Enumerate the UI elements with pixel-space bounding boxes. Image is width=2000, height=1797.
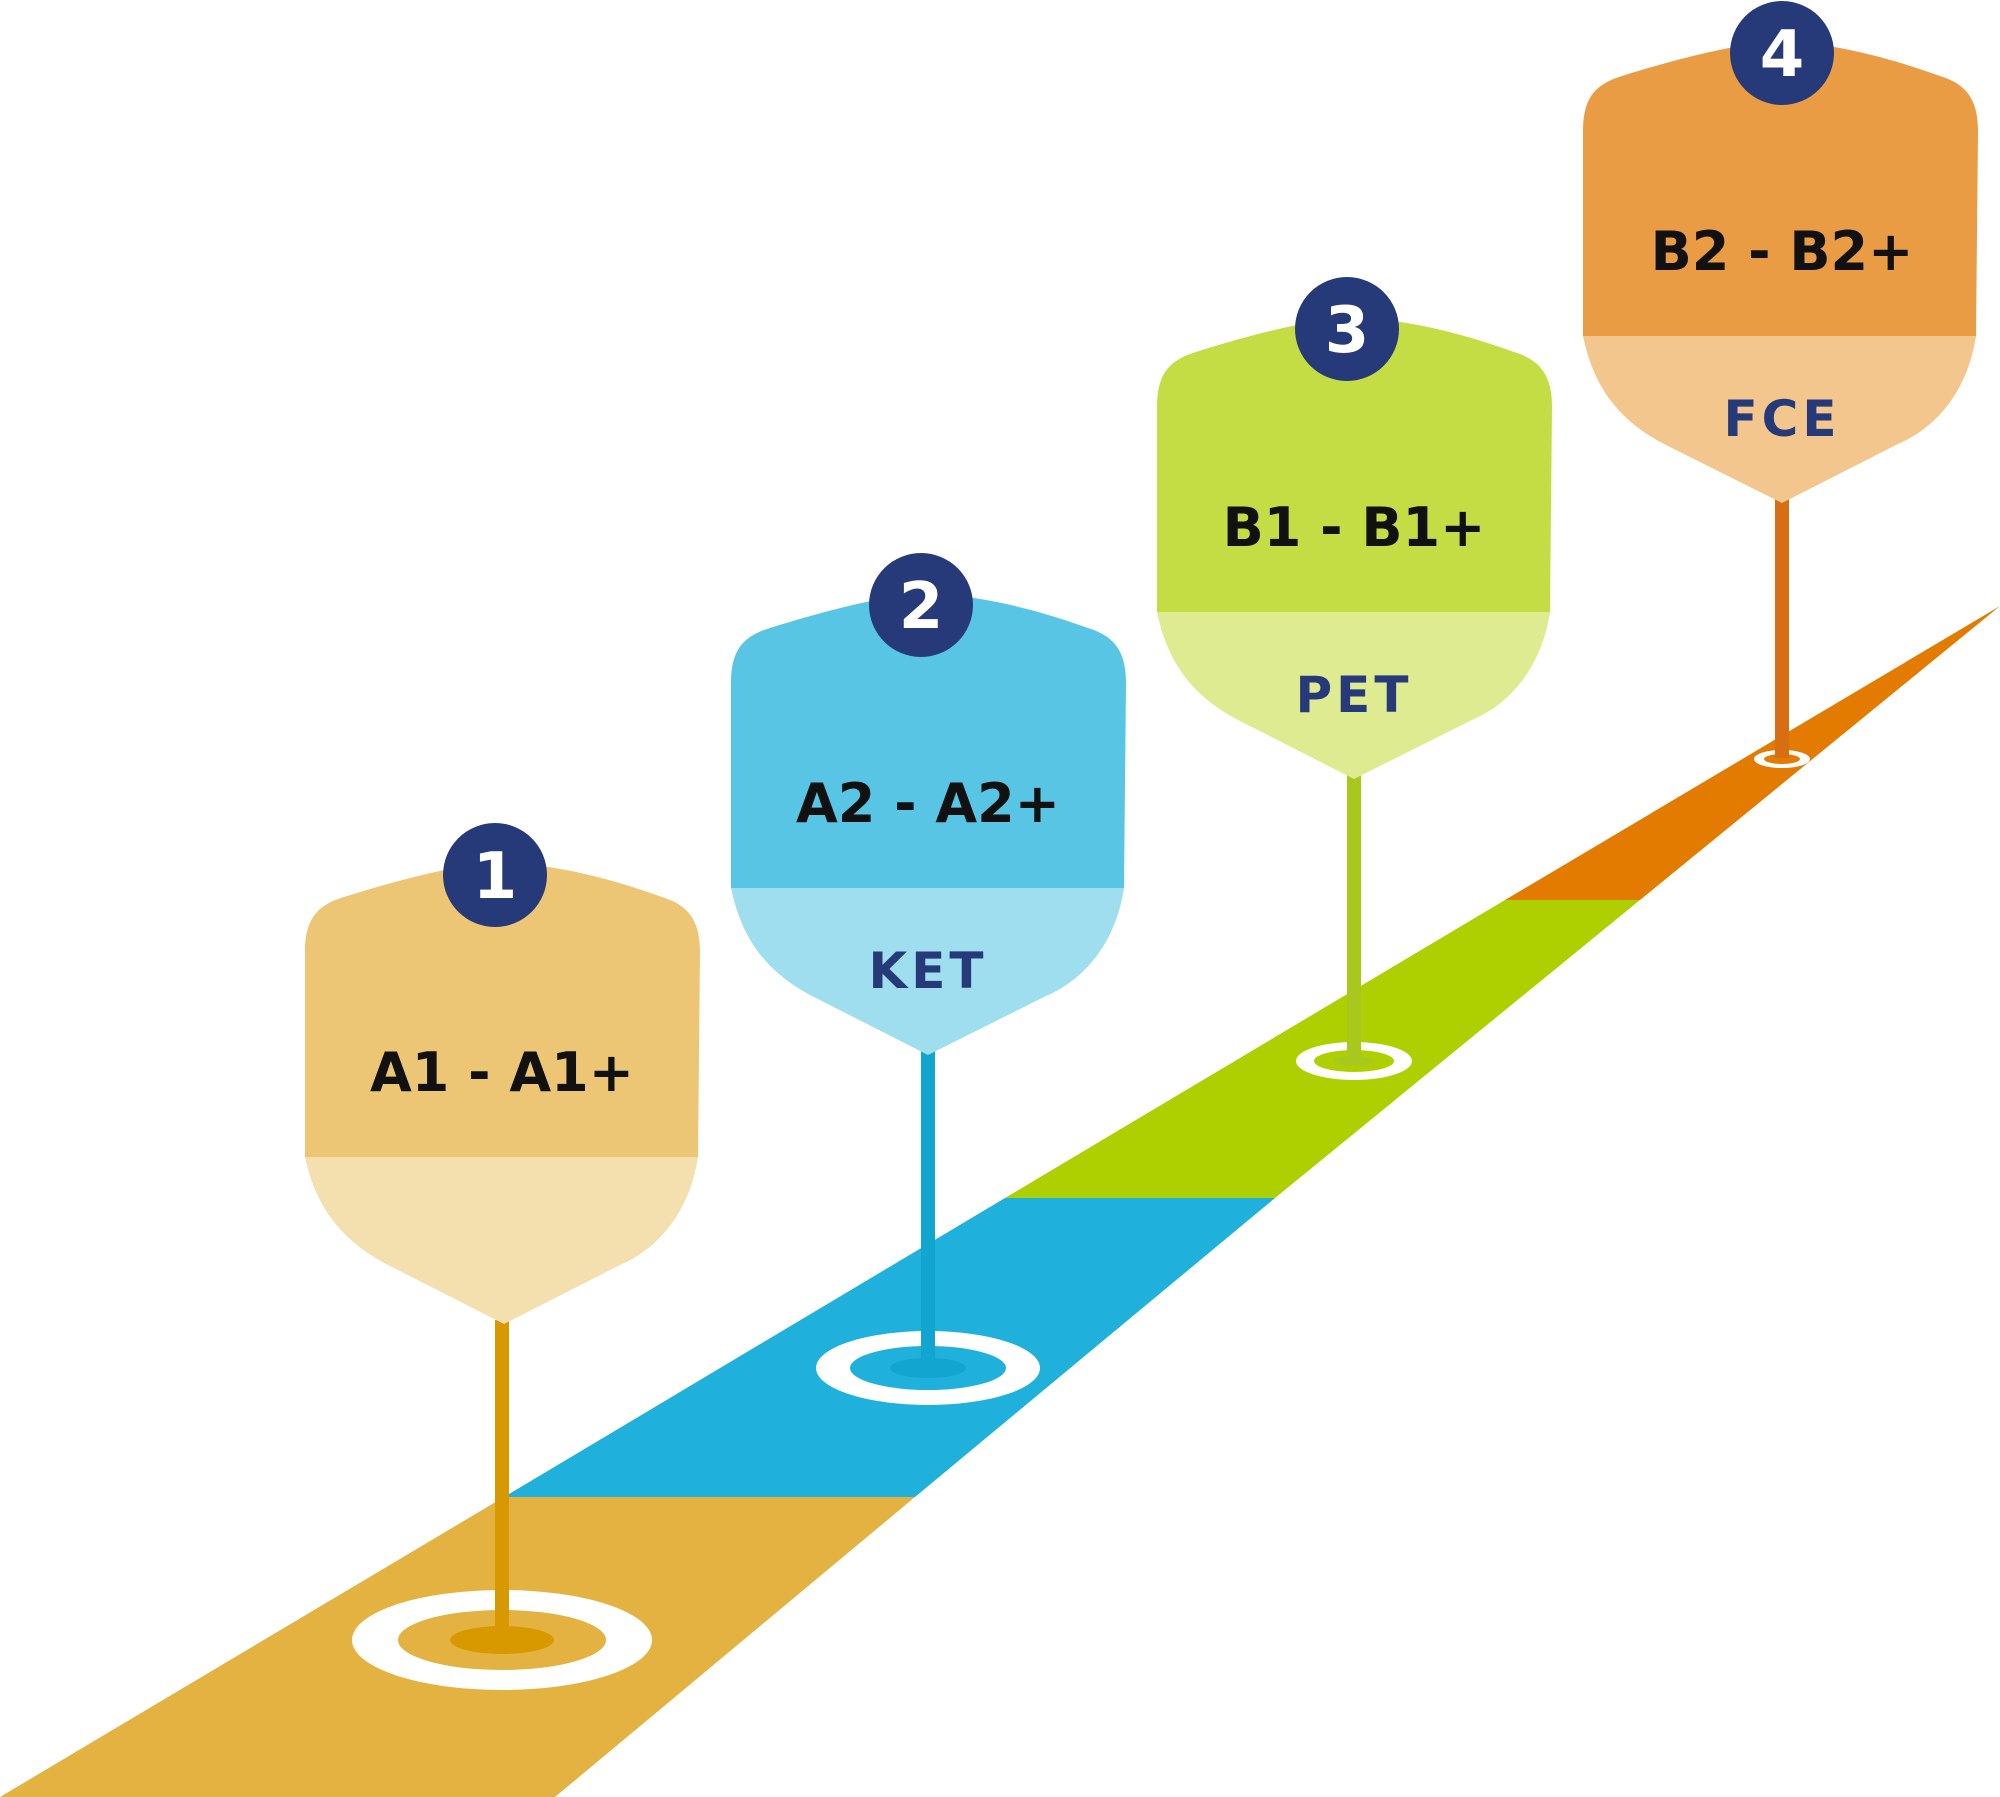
- step-number: 3: [1325, 294, 1370, 368]
- step-number: 2: [899, 570, 944, 644]
- pin-step-1: A1 - A1+ 1: [305, 823, 700, 1690]
- step-number-badge: 4: [1730, 1, 1834, 105]
- pin-body-bottom: [1157, 612, 1550, 779]
- exam-label: FCE: [1723, 390, 1840, 448]
- target-rings: [352, 1590, 652, 1690]
- pin-body-top: [1583, 41, 1978, 336]
- step-number: 1: [473, 840, 518, 914]
- step-number: 4: [1760, 18, 1805, 92]
- step-number-badge: 2: [869, 553, 973, 657]
- pin-stem: [921, 1046, 935, 1368]
- level-label: B2 - B2+: [1651, 220, 1914, 283]
- level-label: A1 - A1+: [370, 1041, 634, 1104]
- exam-label: KET: [868, 942, 987, 1000]
- pin-body-top: [731, 593, 1126, 888]
- pin-body-top: [305, 862, 700, 1157]
- pin-step-3: B1 - B1+ PET 3: [1157, 277, 1552, 1080]
- road-segment-4: [1505, 606, 2000, 900]
- pin-stem: [1775, 496, 1789, 758]
- pin-body-bottom: [731, 888, 1124, 1055]
- step-number-badge: 1: [443, 823, 547, 927]
- pin-body-top: [1157, 317, 1552, 612]
- pin-stem: [495, 1320, 509, 1638]
- pin-stem: [1347, 772, 1361, 1062]
- pin-step-2: A2 - A2+ KET 2: [731, 553, 1126, 1405]
- pin-body-bottom: [305, 1157, 698, 1324]
- level-label: B1 - B1+: [1223, 496, 1486, 559]
- step-number-badge: 3: [1295, 277, 1399, 381]
- level-label: A2 - A2+: [796, 772, 1060, 835]
- target-rings: [1754, 750, 1810, 768]
- pin-step-4: B2 - B2+ FCE 4: [1583, 1, 1978, 768]
- exam-label: PET: [1296, 666, 1413, 724]
- pin-body-bottom: [1583, 336, 1976, 503]
